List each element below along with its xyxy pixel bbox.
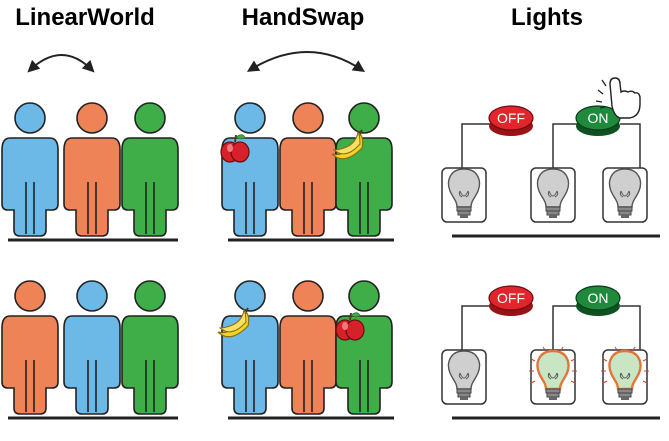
title-handswap: HandSwap xyxy=(241,4,365,31)
bulb-box-2 xyxy=(530,167,576,223)
person-orange xyxy=(279,102,337,237)
title-lights: Lights xyxy=(511,4,583,31)
swap-arrow xyxy=(246,51,365,72)
person-blue xyxy=(63,280,121,415)
bulb-box-1 xyxy=(441,349,487,405)
person-blue xyxy=(221,280,279,415)
on-label: ON xyxy=(588,110,609,126)
linear-top xyxy=(1,54,179,242)
off-button[interactable]: OFF xyxy=(488,285,534,316)
person-orange xyxy=(63,102,121,237)
off-label: OFF xyxy=(497,290,525,306)
lights-top: OFF ON xyxy=(441,77,660,238)
on-label: ON xyxy=(588,290,609,306)
person-blue xyxy=(221,102,279,237)
person-green xyxy=(335,102,393,237)
person-orange xyxy=(1,280,59,415)
handswap-top xyxy=(220,51,394,242)
on-button[interactable]: ON xyxy=(575,105,621,136)
bulb-box-1 xyxy=(441,167,487,223)
lights-bottom: OFF ON xyxy=(441,285,660,420)
person-green xyxy=(121,280,179,415)
swap-arrow xyxy=(27,54,95,73)
title-linearworld: LinearWorld xyxy=(15,4,155,31)
person-green xyxy=(335,280,393,415)
pointing-hand-icon xyxy=(595,77,641,119)
off-button[interactable]: OFF xyxy=(488,105,534,136)
bulb-box-3 xyxy=(602,167,648,223)
person-orange xyxy=(279,280,337,415)
off-label: OFF xyxy=(497,110,525,126)
bulb-box-2 xyxy=(527,345,579,405)
handswap-bottom xyxy=(217,280,394,420)
person-blue xyxy=(1,102,59,237)
on-button[interactable]: ON xyxy=(575,285,621,316)
linear-bottom xyxy=(1,280,179,420)
bulb-box-3 xyxy=(599,345,651,405)
person-green xyxy=(121,102,179,237)
